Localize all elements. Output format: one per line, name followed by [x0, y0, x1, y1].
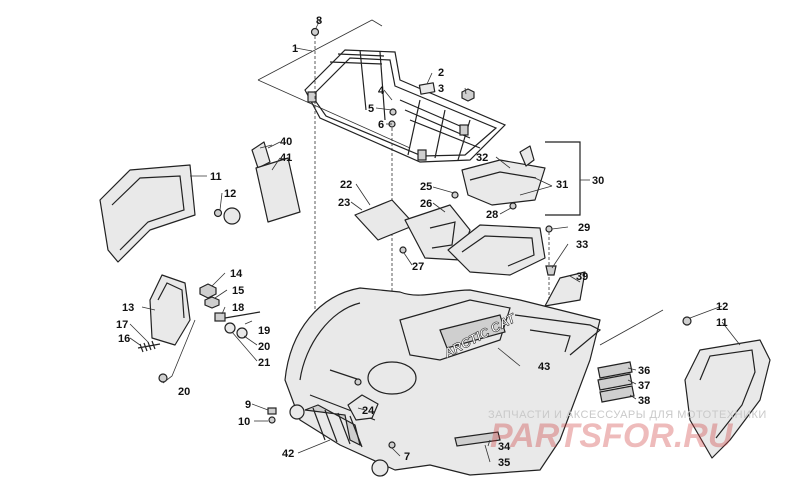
callout-14: 14 [230, 268, 243, 280]
watermark-brand: PARTSFOR.RU [490, 417, 734, 455]
watermark: ЗАПЧАСТИ И АКСЕССУАРЫ ДЛЯ МОТОТЕХНИКИ PA… [488, 409, 767, 455]
callout-4: 4 [378, 85, 385, 97]
headlight-assembly [137, 274, 261, 384]
callout-12-left: 12 [224, 188, 236, 200]
callout-35: 35 [498, 457, 510, 469]
callout-17: 17 [116, 319, 128, 331]
callout-9: 9 [245, 399, 251, 411]
callout-19: 19 [258, 325, 270, 337]
callout-39: 39 [576, 271, 588, 283]
callout-10: 10 [238, 416, 250, 428]
callout-34: 34 [498, 441, 511, 453]
callout-20-lower: 20 [178, 386, 190, 398]
callout-18: 18 [232, 302, 244, 314]
callout-16: 16 [118, 333, 130, 345]
callout-2: 2 [438, 67, 444, 79]
callout-25: 25 [420, 181, 432, 193]
right-bracket-parts [544, 225, 586, 307]
front-fender: ARCTIC CAT [284, 287, 602, 477]
right-splash-panel [597, 309, 771, 459]
callout-40: 40 [280, 136, 292, 148]
center-components [354, 191, 546, 276]
callout-24: 24 [362, 405, 375, 417]
watermark-subtitle: ЗАПЧАСТИ И АКСЕССУАРЫ ДЛЯ МОТОТЕХНИКИ [488, 409, 767, 421]
callout-41: 41 [280, 152, 292, 164]
callout-21: 21 [258, 357, 270, 369]
callout-43: 43 [538, 361, 550, 373]
callout-31: 31 [556, 179, 568, 191]
callout-27: 27 [412, 261, 424, 273]
callout-labels: 1 2 3 4 5 6 7 8 9 10 11 11 12 12 13 14 1… [116, 15, 728, 469]
callout-3: 3 [438, 83, 444, 95]
side-decal-panel [251, 141, 301, 223]
callout-20-upper: 20 [258, 341, 270, 353]
callout-32: 32 [476, 152, 488, 164]
fender-fasteners [267, 394, 379, 424]
callout-11-right: 11 [716, 317, 728, 329]
front-rack [257, 19, 507, 163]
callout-33: 33 [576, 239, 588, 251]
callout-8: 8 [316, 15, 322, 27]
callout-30: 30 [592, 175, 604, 187]
callout-42: 42 [282, 448, 294, 460]
callout-38: 38 [638, 395, 650, 407]
callout-5: 5 [368, 103, 374, 115]
callout-22: 22 [340, 179, 352, 191]
callout-11-left: 11 [210, 171, 222, 183]
callout-23: 23 [338, 197, 350, 209]
callout-1: 1 [292, 43, 298, 55]
callout-6: 6 [378, 119, 384, 131]
callout-36: 36 [638, 365, 650, 377]
callout-15: 15 [232, 285, 244, 297]
callout-7: 7 [404, 451, 410, 463]
callout-37: 37 [638, 380, 650, 392]
callout-13: 13 [122, 302, 134, 314]
callout-26: 26 [420, 198, 432, 210]
leader-lines [129, 19, 741, 463]
callout-28: 28 [486, 209, 498, 221]
left-splash-panel [99, 164, 241, 263]
callout-29: 29 [578, 222, 590, 234]
callout-12-right: 12 [716, 301, 728, 313]
